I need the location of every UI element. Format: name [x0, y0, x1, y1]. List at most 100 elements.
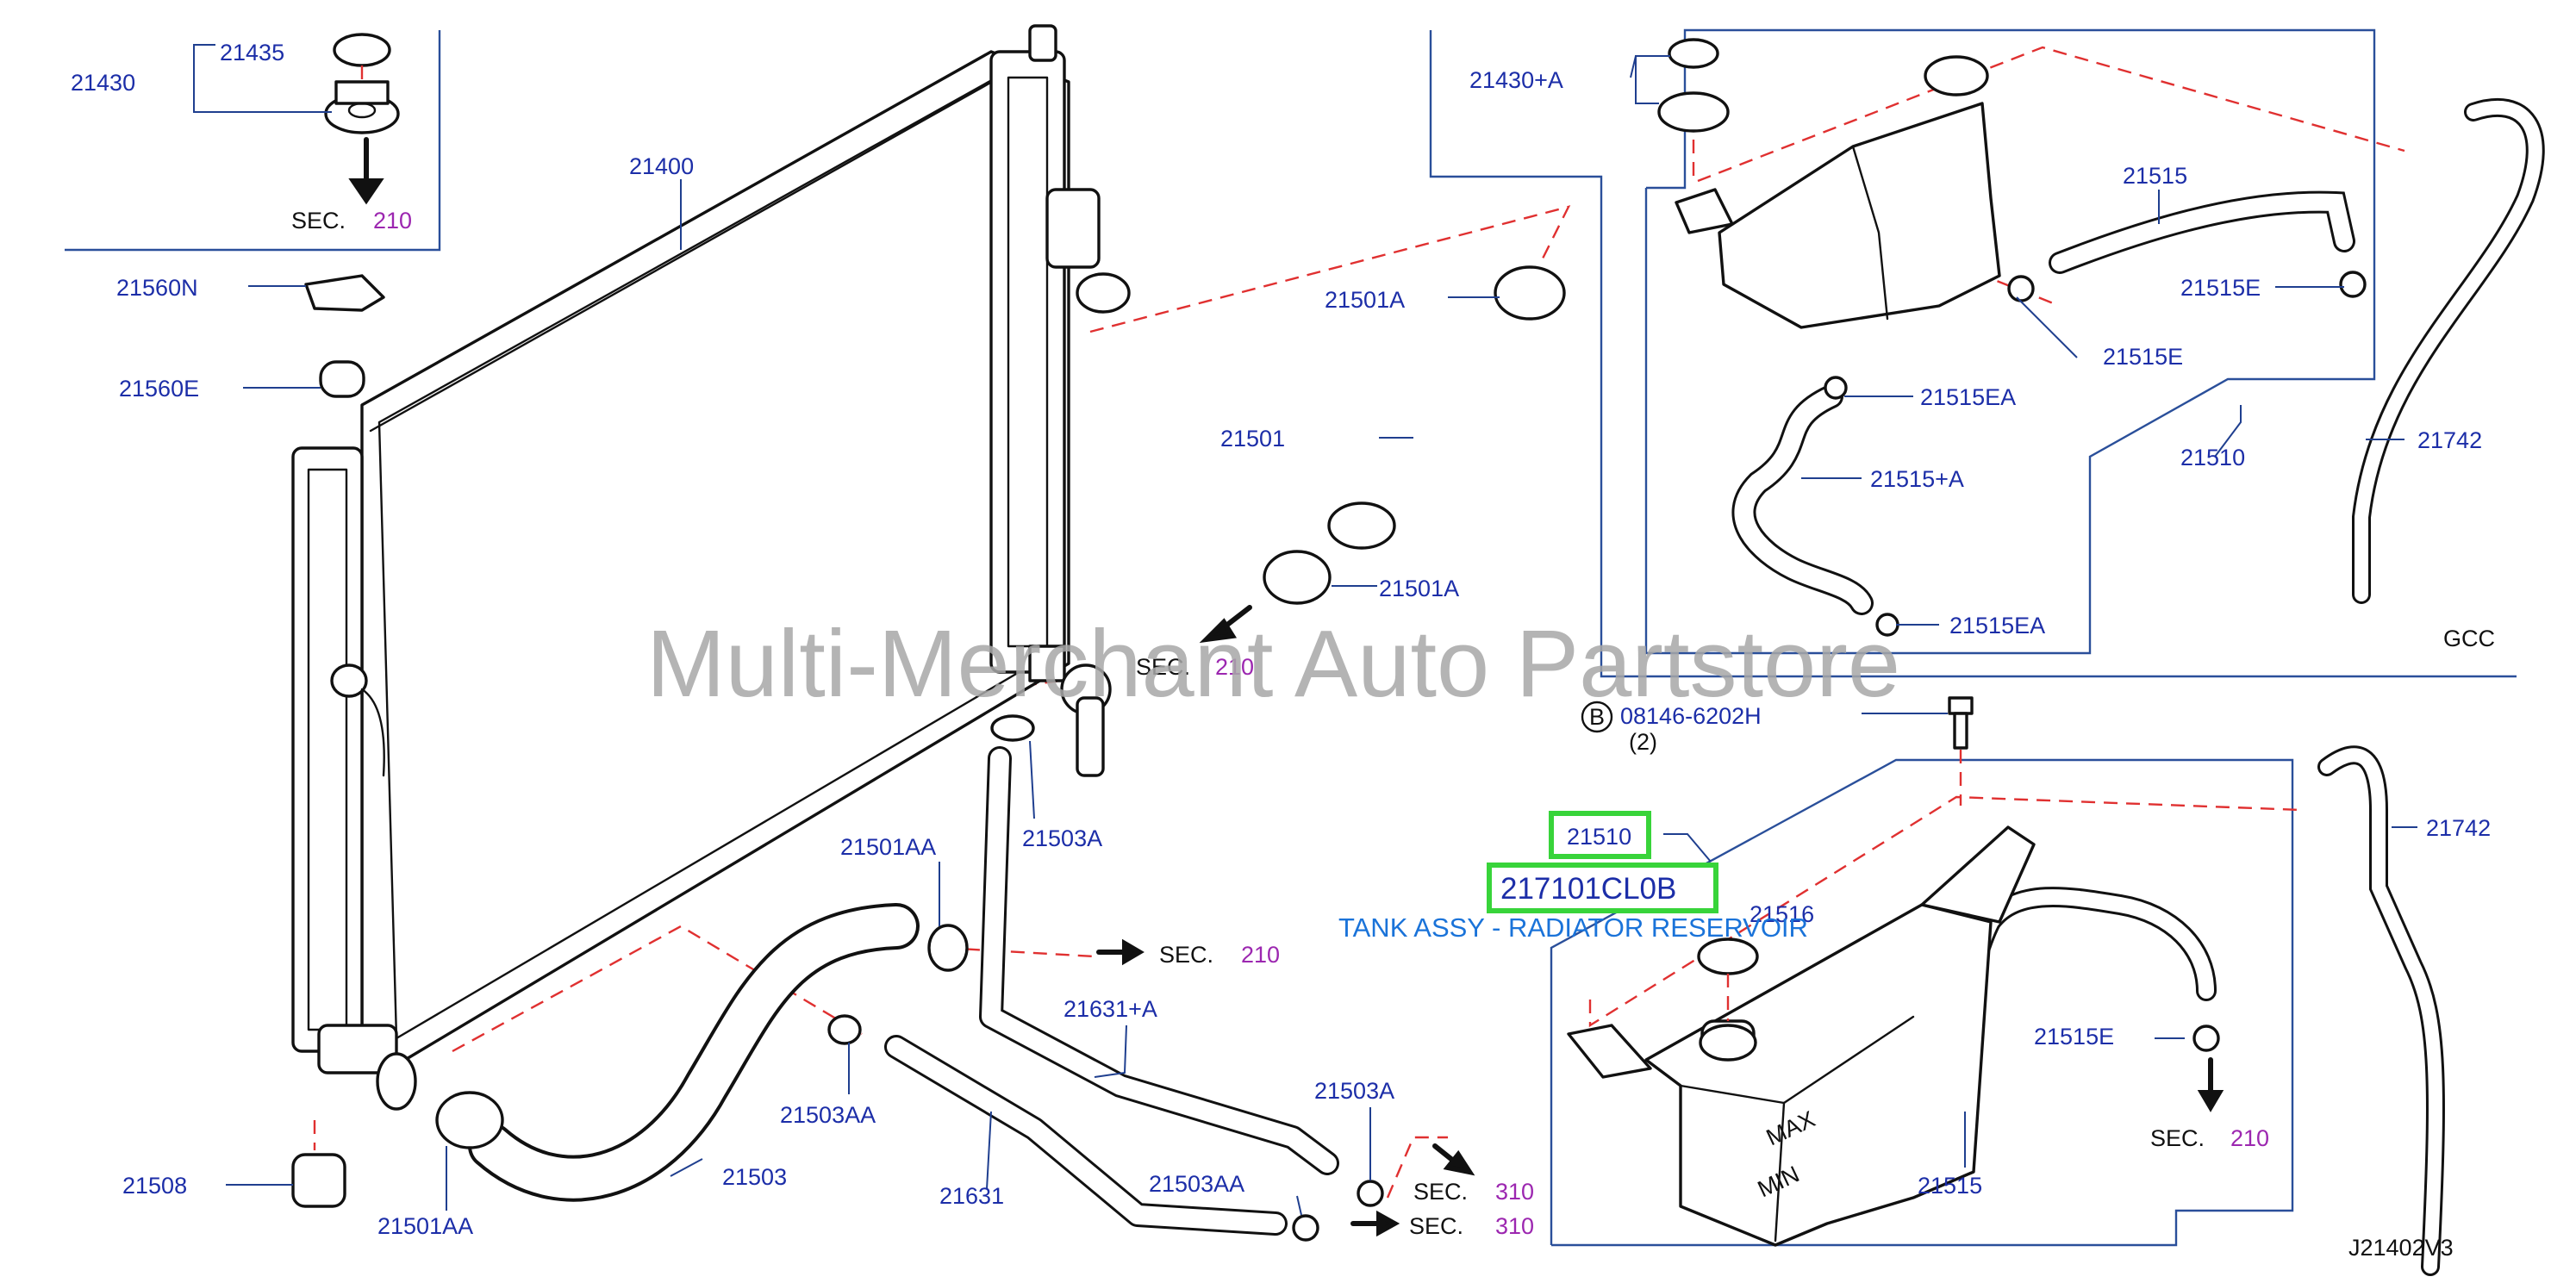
label-21501AA-right[interactable]: 21501AA [840, 834, 936, 860]
arrow-head-cap [348, 178, 384, 205]
sec-ref-1[interactable]: 210 [373, 208, 412, 234]
label-21515E-gcc[interactable]: 21515E [2103, 344, 2183, 370]
gcc-tank-cap [1924, 55, 1989, 97]
highlight-oem-number[interactable]: 217101CL0B [1500, 872, 1676, 906]
bolt-qty: (2) [1629, 729, 1657, 755]
sec-ref-4[interactable]: 210 [2230, 1125, 2269, 1151]
radiator-side-tube [360, 688, 385, 777]
label-21430A[interactable]: 21430+A [1469, 67, 1563, 93]
leader-21631 [986, 1111, 992, 1190]
bolt-badge-letter: B [1589, 704, 1605, 730]
sec-labels: SEC. 210 SEC. 210 SEC. 210 SEC. 210 SEC.… [291, 208, 2269, 1239]
label-21515-lower[interactable]: 21515 [1918, 1173, 1982, 1199]
sec-label-5: SEC. [1413, 1179, 1468, 1205]
clamp-21503A-upper [990, 714, 1035, 742]
upper-hose-mouth [1327, 501, 1396, 550]
sec-ref-6[interactable]: 310 [1495, 1213, 1534, 1239]
cap-top [334, 80, 390, 105]
label-21515-gcc[interactable]: 21515 [2123, 163, 2187, 189]
label-21508[interactable]: 21508 [122, 1173, 187, 1199]
upper-mount-bracket [304, 274, 385, 312]
gcc-cap-seal [1668, 38, 1719, 69]
sec-arrows [1096, 605, 2224, 1237]
clamp-21515E-lower [2192, 1025, 2220, 1052]
label-21516[interactable]: 21516 [1750, 901, 1814, 927]
label-21515EA-upper[interactable]: 21515EA [1920, 384, 2016, 410]
reservoir-cap-21516 [1697, 937, 1759, 975]
clamp-21515E-gcc-right [2339, 271, 2367, 298]
label-08146[interactable]: 08146-6202H [1620, 703, 1762, 729]
label-21503[interactable]: 21503 [722, 1164, 787, 1190]
bolt-icon [1948, 696, 1974, 750]
clamp-21501AA-left [435, 1091, 504, 1149]
sec-label-6: SEC. [1409, 1213, 1463, 1239]
label-21501A-upper[interactable]: 21501A [1325, 287, 1405, 313]
reservoir-tank-seam [1774, 1101, 1786, 1243]
gcc-hose-21515-inner [2051, 193, 2353, 271]
label-21503AA-upper[interactable]: 21503AA [780, 1102, 876, 1128]
radiator-top-rail-2 [369, 76, 1001, 433]
radiator-upper-outlet-mouth [1076, 272, 1131, 314]
bypass-hose-21631-inner [887, 1037, 1285, 1233]
gcc-overflow-21742-inner [2355, 101, 2542, 601]
label-21503AA-lower[interactable]: 21503AA [1149, 1171, 1244, 1197]
highlight-part-number[interactable]: 21510 [1567, 824, 1631, 850]
upper-rubber-mount [319, 360, 365, 398]
radiator-right-tank [989, 50, 1066, 674]
gcc-tank-bracket [1675, 188, 1734, 234]
label-21501AA-left[interactable]: 21501AA [377, 1213, 473, 1239]
label-21631A[interactable]: 21631+A [1063, 996, 1157, 1022]
gcc-tank-seam [1851, 145, 1889, 321]
label-21515A[interactable]: 21515+A [1870, 466, 1964, 492]
bolt-badge-circle [1581, 701, 1613, 733]
highlight-oem-box[interactable] [1487, 863, 1718, 913]
overflow-21742-inner [2320, 748, 2442, 1274]
label-21510-gcc[interactable]: 21510 [2180, 445, 2245, 470]
sec-ref-2[interactable]: 210 [1215, 654, 1254, 680]
sec-ref-5[interactable]: 310 [1495, 1179, 1534, 1205]
lower-rubber-mount [291, 1153, 346, 1208]
arrow-head-210-lower [1122, 938, 1145, 966]
sec-label-2: SEC. [1136, 654, 1190, 680]
leader-21510-gcc [2214, 405, 2242, 458]
lower-hose-21503-inner [471, 906, 916, 1199]
label-21430[interactable]: 21430 [71, 70, 135, 96]
label-21503A-lower[interactable]: 21503A [1314, 1078, 1394, 1104]
radiator-upper-outlet [1045, 188, 1101, 269]
dash-sec210 [943, 946, 1095, 958]
bolt-shank [1953, 712, 1968, 750]
gcc-reservoir-frame [1644, 28, 2376, 655]
clamp-21515E-gcc [2007, 275, 2035, 302]
clamp-21515EA-upper [1824, 376, 1848, 400]
label-21501[interactable]: 21501 [1220, 426, 1285, 452]
label-21400[interactable]: 21400 [629, 153, 694, 179]
label-21515E-gcc-right[interactable]: 21515E [2180, 275, 2261, 301]
label-21560N[interactable]: 21560N [116, 275, 198, 301]
label-21503A-upper[interactable]: 21503A [1022, 825, 1102, 851]
label-21742-lower[interactable]: 21742 [2426, 815, 2491, 841]
label-21560E[interactable]: 21560E [119, 376, 199, 402]
hose-clamp-icon [435, 265, 2367, 1242]
leader-21430A [1630, 55, 1670, 104]
label-21742-upper[interactable]: 21742 [2417, 427, 2482, 453]
arrow-icon [348, 137, 384, 205]
label-21435[interactable]: 21435 [220, 40, 284, 65]
leader-21631A [1094, 1025, 1127, 1078]
label-21515E-lower[interactable]: 21515E [2034, 1024, 2114, 1049]
gcc-tank-ridge [1722, 283, 1941, 329]
highlight-partnum-box[interactable] [1549, 811, 1651, 859]
highlighted-part[interactable]: 21510 217101CL0B TANK ASSY - RADIATOR RE… [1338, 811, 1808, 943]
highlight-description[interactable]: TANK ASSY - RADIATOR RESERVOIR [1338, 912, 1808, 943]
radiator-drain [1028, 645, 1066, 682]
sec-ref-3[interactable]: 210 [1241, 942, 1280, 968]
radiator-side-port [330, 663, 368, 698]
label-21515EA-lower[interactable]: 21515EA [1949, 613, 2045, 638]
label-21501A-lower[interactable]: 21501A [1379, 576, 1459, 601]
leader-lines [193, 44, 2417, 1216]
sec-label-4: SEC. [2150, 1125, 2205, 1151]
label-21631[interactable]: 21631 [939, 1183, 1004, 1209]
arrow-head-310-upper [1443, 1149, 1475, 1176]
sec-label-3: SEC. [1159, 942, 1213, 968]
